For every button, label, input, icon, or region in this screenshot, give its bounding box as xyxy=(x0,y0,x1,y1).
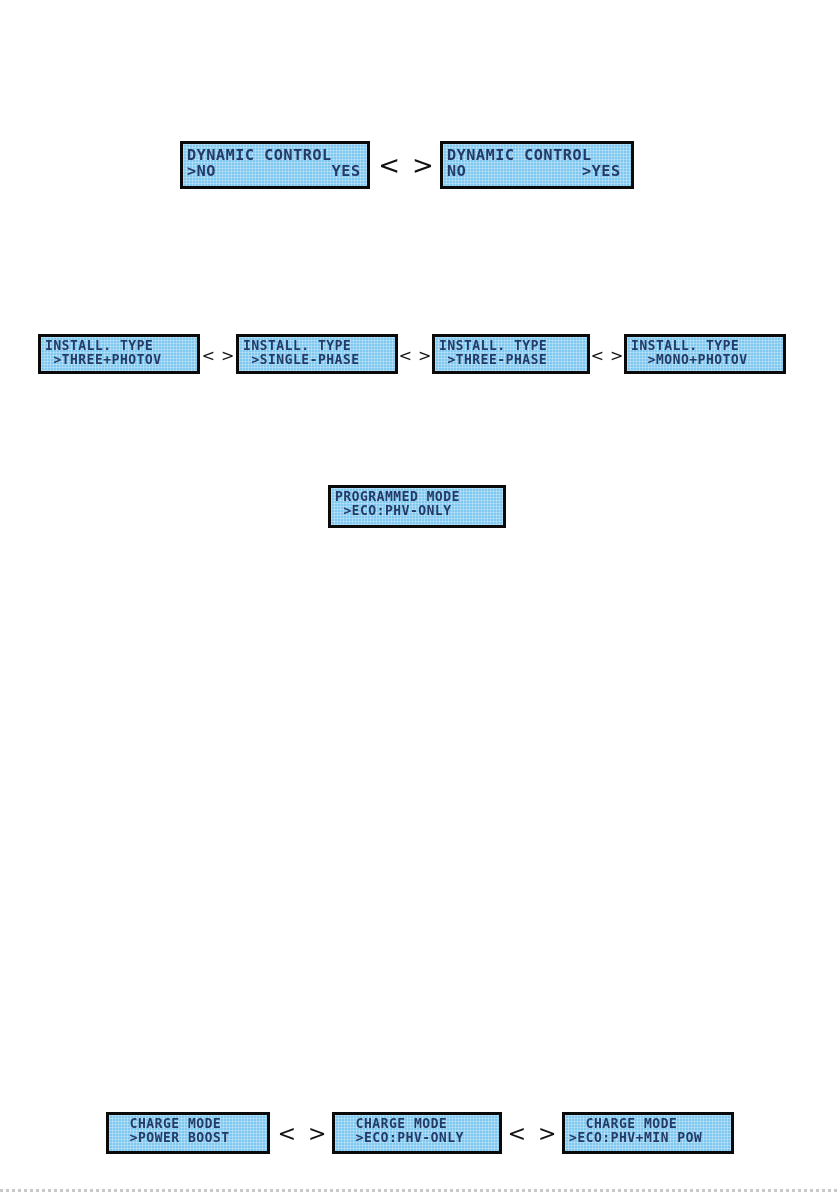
arrow-right-icon: > xyxy=(412,151,434,181)
lcd-line-2: >POWER BOOST xyxy=(113,1131,230,1146)
lcd-line-1: CHARGE MODE xyxy=(113,1117,222,1132)
lcd-line-1: PROGRAMMED MODE xyxy=(335,490,460,505)
arrow-right-icon: > xyxy=(418,345,432,365)
lcd-line-2: >ECO:PHV-ONLY xyxy=(335,504,452,519)
lcd-install-type-mono-photov: INSTALL. TYPE >MONO+PHOTOV xyxy=(624,334,786,374)
lcd-line-2: >ECO:PHV-ONLY xyxy=(339,1131,464,1146)
arrow-left-icon: < xyxy=(201,345,215,365)
arrow-right-icon: > xyxy=(538,1121,557,1147)
lcd-line-2: >SINGLE-PHASE xyxy=(243,353,360,368)
lcd-install-type-three-photov: INSTALL. TYPE >THREE+PHOTOV xyxy=(38,334,200,374)
nav-arrows: < > xyxy=(200,344,236,366)
arrow-left-icon: < xyxy=(398,345,412,365)
lcd-line-2: NO >YES xyxy=(447,162,621,180)
lcd-line-1: INSTALL. TYPE xyxy=(243,339,352,354)
lcd-programmed-mode: PROGRAMMED MODE >ECO:PHV-ONLY xyxy=(328,485,506,528)
arrow-right-icon: > xyxy=(308,1121,327,1147)
lcd-line-1: CHARGE MODE xyxy=(569,1117,678,1132)
lcd-line-2: >ECO:PHV+MIN POW xyxy=(569,1131,703,1146)
lcd-install-type-three-phase: INSTALL. TYPE >THREE-PHASE xyxy=(432,334,590,374)
lcd-line-2: >THREE-PHASE xyxy=(439,353,548,368)
arrow-left-icon: < xyxy=(590,345,604,365)
lcd-line-2: >MONO+PHOTOV xyxy=(631,353,748,368)
lcd-install-type-single-phase: INSTALL. TYPE >SINGLE-PHASE xyxy=(236,334,398,374)
lcd-charge-mode-eco-phv-min-pow: CHARGE MODE >ECO:PHV+MIN POW xyxy=(562,1112,734,1154)
lcd-line-1: INSTALL. TYPE xyxy=(45,339,154,354)
lcd-dynamic-control-no: DYNAMIC CONTROL >NO YES xyxy=(180,141,370,189)
lcd-line-1: INSTALL. TYPE xyxy=(631,339,740,354)
lcd-line-2: >THREE+PHOTOV xyxy=(45,353,162,368)
lcd-charge-mode-eco-phv-only: CHARGE MODE >ECO:PHV-ONLY xyxy=(332,1112,502,1154)
arrow-left-icon: < xyxy=(277,1121,296,1147)
arrow-right-icon: > xyxy=(610,345,624,365)
lcd-line-1: DYNAMIC CONTROL xyxy=(187,146,332,164)
arrow-left-icon: < xyxy=(378,151,400,181)
nav-arrows: < > xyxy=(372,150,440,182)
lcd-charge-mode-power-boost: CHARGE MODE >POWER BOOST xyxy=(106,1112,270,1154)
lcd-line-1: CHARGE MODE xyxy=(339,1117,448,1132)
arrow-left-icon: < xyxy=(507,1121,526,1147)
lcd-line-1: INSTALL. TYPE xyxy=(439,339,548,354)
lcd-line-1: DYNAMIC CONTROL xyxy=(447,146,592,164)
arrow-right-icon: > xyxy=(221,345,235,365)
nav-arrows: < > xyxy=(398,344,432,366)
nav-arrows: < > xyxy=(590,344,624,366)
lcd-dynamic-control-yes: DYNAMIC CONTROL NO >YES xyxy=(440,141,634,189)
nav-arrows: < > xyxy=(502,1120,562,1148)
nav-arrows: < > xyxy=(272,1120,332,1148)
page-bottom-edge xyxy=(0,1189,840,1192)
lcd-line-2: >NO YES xyxy=(187,162,361,180)
